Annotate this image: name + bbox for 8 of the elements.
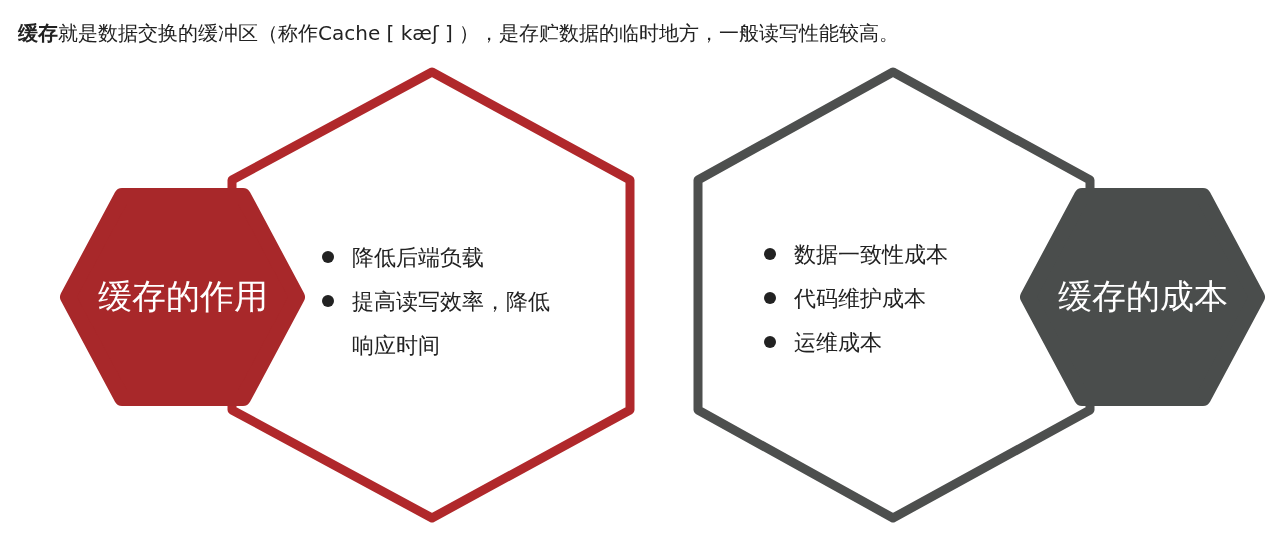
bullet-item: 运维成本: [764, 321, 1004, 365]
bullet-item: 代码维护成本: [764, 277, 1004, 321]
hexagon-label: 缓存的作用: [97, 275, 268, 318]
bullet-item: 数据一致性成本: [764, 233, 1004, 277]
hexagon-label: 缓存的成本: [1057, 275, 1228, 318]
bullet-item: 降低后端负载: [322, 236, 562, 280]
bullet-item: 提高读写效率，降低响应时间: [322, 280, 562, 368]
title: 缓存就是数据交换的缓冲区（称作Cache [ kæʃ ] ），是存贮数据的临时地方，一般读写性能较高。: [18, 20, 900, 47]
